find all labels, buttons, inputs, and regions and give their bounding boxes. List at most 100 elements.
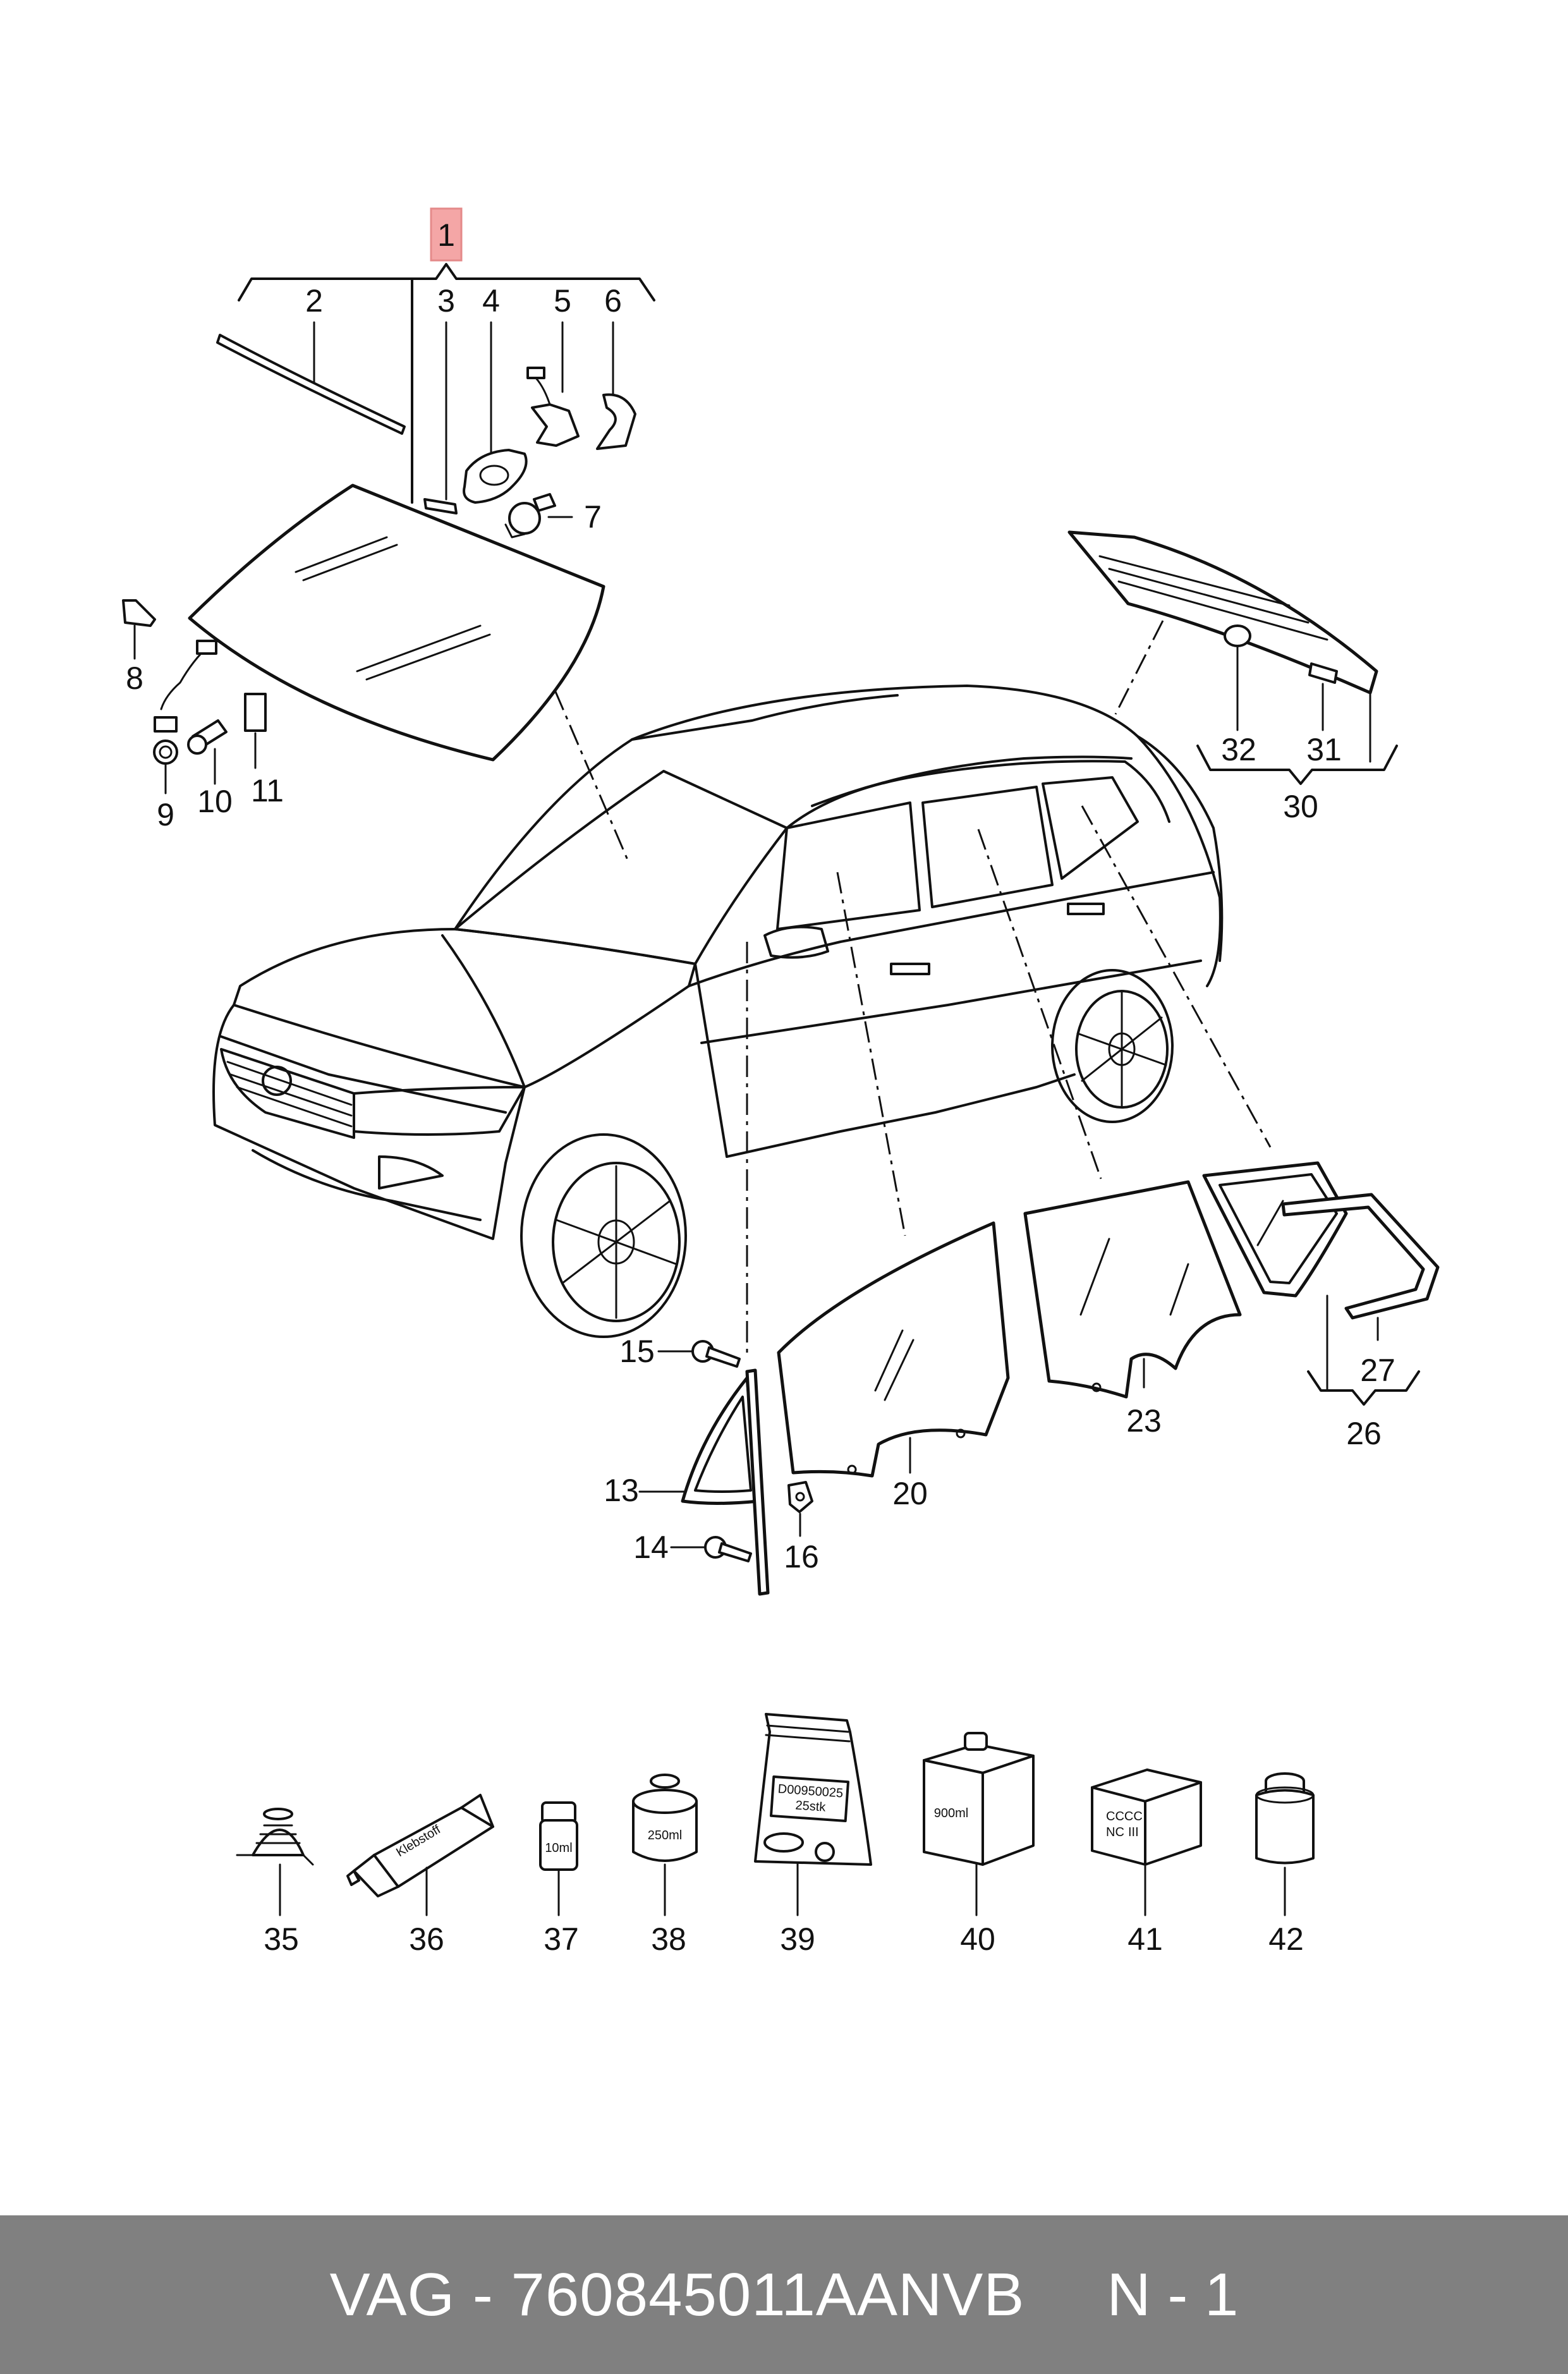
part-23-reflection-2 [1169,1263,1189,1316]
part-26-quarter-glass [1202,1161,1348,1298]
callout-23: 23 [1126,1403,1162,1439]
part-32-cap [1224,624,1251,647]
rear-window-line-1 [1098,555,1291,607]
part-9-grommet-inner [159,745,173,759]
assembly-line-quarter [1081,805,1272,1148]
callout-36: 36 [409,1921,444,1957]
part-36-tube: Klebstoff [346,1794,494,1897]
part-37-bottle-label: 10ml [545,1841,572,1855]
windscreen-connector [196,640,217,655]
part-38-can-label: 250ml [648,1829,682,1842]
part-9-grommet [153,740,178,765]
part-13-inner-edge [694,1396,752,1493]
part-6-element [596,393,636,450]
callout-9: 9 [157,797,174,832]
callout-27: 27 [1360,1353,1395,1388]
part-23-rear-door-glass [1023,1180,1242,1399]
callout-7: 7 [584,499,602,535]
windscreen-reflection-4 [365,633,491,681]
part-4-lens [479,465,509,486]
part-10-head [187,734,207,755]
part-26-reflection [1256,1200,1284,1246]
bracket-26 [1307,1370,1420,1406]
part-number-text: VAG - 760845011AANVB [329,2260,1025,2328]
assembly-line-front-door [836,872,906,1236]
callout-14: 14 [633,1530,669,1565]
callout-32: 32 [1221,732,1256,767]
windscreen-reflection-2 [302,544,398,581]
part-40-liquid-box: 900ml [923,1732,1035,1866]
part-15-screw-shank [705,1346,741,1368]
callout-16: 16 [784,1539,819,1574]
callout-2: 2 [305,283,323,319]
quantity-text: N - 1 [1107,2260,1239,2328]
part-9-plug [154,716,178,733]
callout-4: 4 [482,283,500,319]
rear-window-line-3 [1117,580,1328,641]
part-20-hole-1 [847,1464,857,1475]
bracket-30 [1196,745,1398,785]
callout-37: 37 [544,1921,579,1957]
part-38-can: 250ml [632,1774,698,1862]
part-4-cover [463,449,528,504]
part-42-jar [1255,1772,1315,1865]
part-16-clip-hole [795,1492,805,1502]
part-41-label-3: III [1128,1825,1139,1839]
bracket-1 [238,263,655,301]
callout-3: 3 [437,283,455,319]
callout-15: 15 [619,1334,655,1369]
callout-26: 26 [1346,1416,1382,1451]
part-5-bracket [531,403,580,447]
callout-8: 8 [126,660,143,696]
assembly-line-rear-door [977,829,1102,1179]
callout-31: 31 [1306,732,1342,767]
callout-5: 5 [554,283,571,319]
windscreen-reflection-1 [295,536,388,573]
part-39-bag-label-2: 25stk [795,1798,827,1814]
callout-30: 30 [1283,789,1318,824]
callout-42: 42 [1268,1921,1304,1957]
part-7-connector [533,493,556,512]
callout-10: 10 [197,784,233,819]
part-41-box: CCCC NC III [1091,1768,1202,1866]
part-23-hole-1 [1091,1382,1102,1392]
callout-1-highlight [430,207,463,262]
windscreen-glass [188,484,605,762]
part-41-label-2: NC [1106,1825,1124,1839]
part-2-trim-strip [216,334,406,435]
part-37-bottle: 10ml [539,1801,578,1871]
part-number-footer: VAG - 760845011AANVB N - 1 [0,2215,1568,2374]
part-31-pad [1308,662,1338,684]
part-7-foot [504,523,526,539]
callout-35: 35 [264,1921,299,1957]
windscreen-reflection-3 [356,624,482,673]
part-8-clip [122,599,156,627]
part-26-inner-edge [1219,1173,1338,1284]
assembly-line-rear-window [1114,620,1164,715]
callout-11: 11 [251,773,284,808]
part-3-pad [423,498,458,514]
callout-20: 20 [892,1476,928,1511]
rear-window-line-2 [1108,568,1310,624]
callout-1: 1 [437,217,455,253]
part-20-reflection-2 [884,1339,915,1401]
callout-38: 38 [651,1921,686,1957]
part-5-wire [533,375,551,406]
rear-window-glass [1067,530,1378,695]
windscreen-cable [160,645,210,710]
part-39-bag: D00950025 25stk [754,1713,872,1866]
part-27-seal [1281,1193,1440,1320]
part-20-hole-2 [956,1428,966,1439]
callout-13: 13 [604,1473,639,1508]
part-7-sensor [508,502,541,535]
parts-diagram: 1 2 3 4 5 6 7 8 9 10 [122,207,1440,1957]
part-vent-channel [745,1368,770,1596]
part-20-reflection-1 [874,1329,904,1392]
part-16-clip [787,1481,813,1513]
part-5-plug [526,367,545,379]
callout-40: 40 [960,1921,995,1957]
callout-6: 6 [604,283,622,319]
part-23-reflection-1 [1079,1238,1110,1316]
part-41-label-1: CCCC [1106,1810,1143,1823]
callout-39: 39 [780,1921,815,1957]
